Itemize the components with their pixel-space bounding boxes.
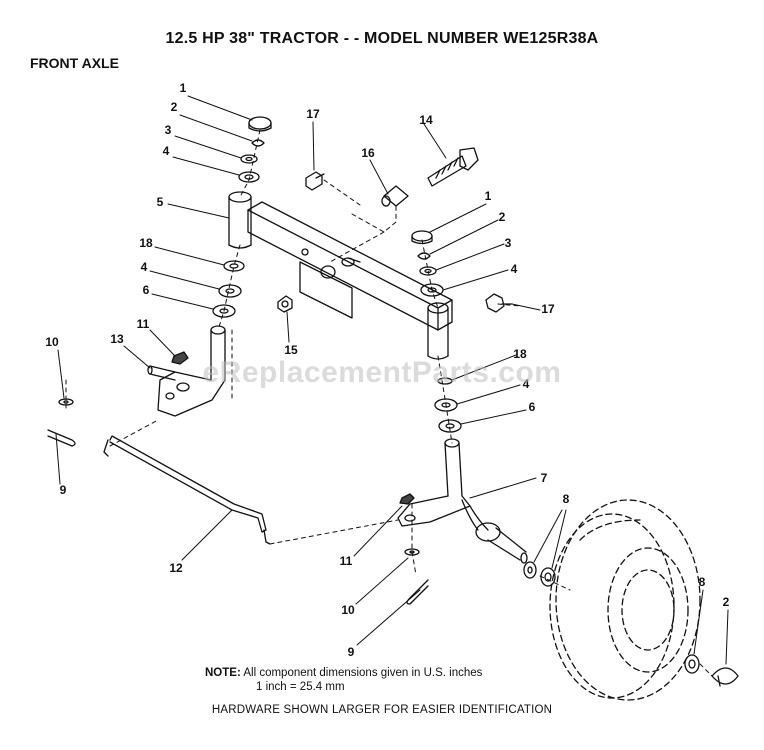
- diagram-title: 12.5 HP 38" TRACTOR - - MODEL NUMBER WE1…: [165, 30, 599, 47]
- section-heading: FRONT AXLE: [30, 55, 119, 71]
- spacer-16: [381, 185, 409, 207]
- leader-lines: [55, 95, 729, 665]
- callout-4: 4: [523, 377, 530, 391]
- axle-beam: [247, 201, 453, 331]
- callout-4: 4: [141, 260, 148, 274]
- right-ring-2: [417, 252, 431, 260]
- callout-3: 3: [505, 236, 512, 250]
- left-washer-3: [240, 154, 258, 164]
- bolt-17-right: [485, 293, 513, 313]
- callout-6: 6: [529, 400, 536, 414]
- callout-10: 10: [45, 335, 59, 349]
- callout-17: 17: [541, 302, 555, 316]
- front-tire: [549, 499, 701, 701]
- callout-15: 15: [284, 343, 298, 357]
- note-label: NOTE:: [205, 667, 241, 679]
- watermark: eReplacementParts.com: [202, 356, 562, 389]
- right-cap-1: [411, 230, 433, 245]
- callout-1: 1: [485, 189, 492, 203]
- right-spindle-7: [397, 438, 528, 564]
- callout-16: 16: [361, 146, 375, 160]
- drag-link-12: [103, 435, 271, 545]
- callout-12: 12: [169, 561, 183, 575]
- callout-7: 7: [541, 471, 548, 485]
- left-cap-1: [248, 116, 272, 132]
- callout-6: 6: [143, 283, 150, 297]
- callout-4: 4: [511, 262, 518, 276]
- callout-14: 14: [419, 113, 433, 127]
- callout-17: 17: [306, 107, 320, 121]
- axle-washers-8: [523, 561, 556, 587]
- left-bushing-4b: [218, 284, 242, 298]
- callout-3: 3: [165, 123, 172, 137]
- callout-13: 13: [110, 332, 124, 346]
- callout-4: 4: [163, 144, 170, 158]
- left-nut-11: [171, 351, 189, 365]
- callout-2: 2: [171, 100, 178, 114]
- tire-ring-2: [711, 667, 739, 687]
- callout-5: 5: [157, 195, 164, 209]
- left-ring-2: [251, 139, 265, 147]
- callout-8: 8: [699, 575, 706, 589]
- right-nut-11: [399, 493, 415, 505]
- callout-9: 9: [60, 483, 67, 497]
- nut-15: [277, 295, 293, 313]
- callout-9: 9: [348, 645, 355, 659]
- callout-1: 1: [180, 81, 187, 95]
- left-washer-18: [223, 260, 245, 272]
- dimension-note: NOTE: All component dimensions given in …: [205, 666, 483, 693]
- right-washer-18: [437, 377, 453, 385]
- left-spindle-tube: [228, 191, 252, 249]
- callout-18: 18: [513, 347, 527, 361]
- callout-10: 10: [341, 603, 355, 617]
- callout-8: 8: [563, 492, 570, 506]
- bolt-17-left: [305, 171, 325, 191]
- callout-2: 2: [499, 210, 506, 224]
- callout-18: 18: [139, 236, 153, 250]
- callout-2: 2: [723, 595, 730, 609]
- right-cotter-pin-9: [406, 579, 429, 605]
- bolt-14: [427, 147, 479, 187]
- assembly-lines: [65, 129, 713, 677]
- tire-washer-8: [684, 654, 700, 674]
- left-cotter-pin-9: [47, 429, 76, 447]
- footer-note: HARDWARE SHOWN LARGER FOR EASIER IDENTIF…: [211, 704, 553, 716]
- note-line-1: All component dimensions given in U.S. i…: [243, 667, 483, 679]
- left-spindle-13: [147, 325, 226, 417]
- callout-11: 11: [137, 317, 150, 331]
- note-line-2: 1 inch = 25.4 mm: [256, 681, 345, 693]
- callout-11: 11: [340, 554, 353, 568]
